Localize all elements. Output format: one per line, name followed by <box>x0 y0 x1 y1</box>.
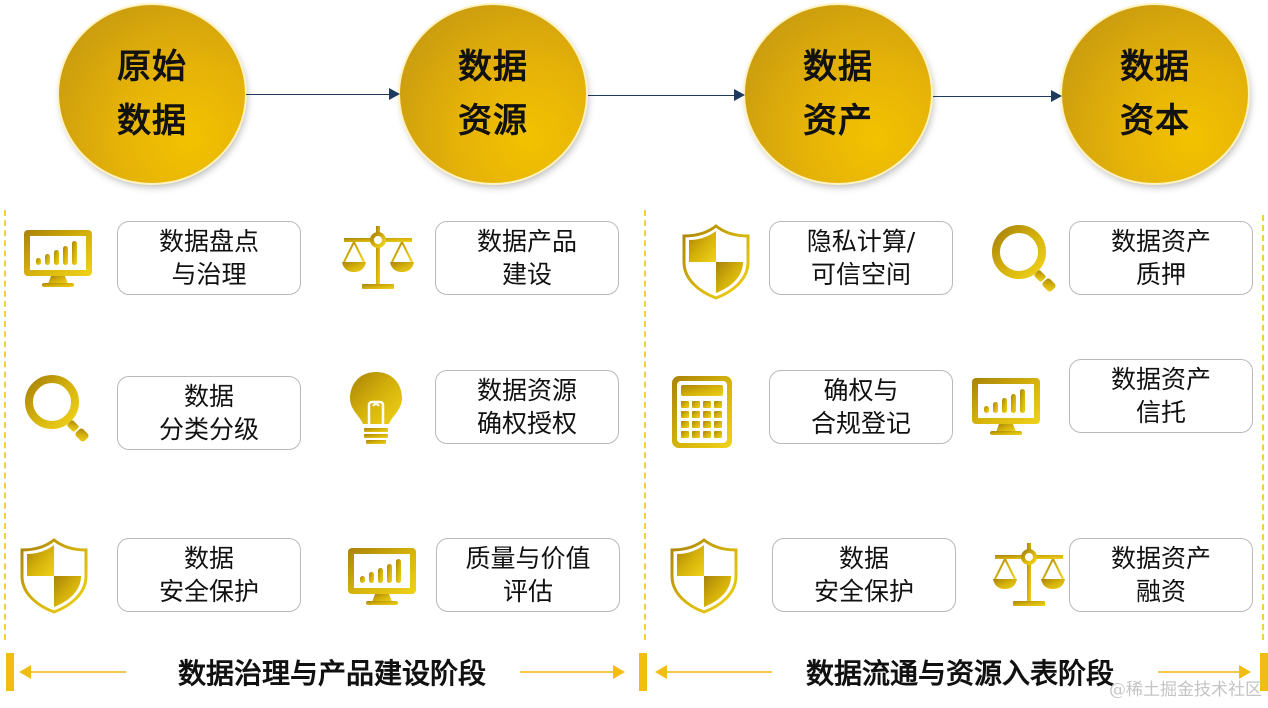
item-line2: 安全保护 <box>158 577 259 606</box>
stage-data-capital: 数据 资本 <box>1062 5 1248 183</box>
phase1-arrow-left <box>19 665 126 679</box>
balance-scale-icon <box>989 535 1069 615</box>
calculator-icon <box>662 372 742 452</box>
shield-icon <box>14 536 94 616</box>
shield-icon <box>676 222 756 302</box>
item-line2: 可信空间 <box>810 260 911 289</box>
item-data-asset-financing: 数据资产 融资 <box>1069 538 1253 612</box>
item-line1: 确权与 <box>823 376 899 405</box>
phase1-arrow-right <box>520 665 625 679</box>
item-line1: 数据资产 <box>1110 544 1211 573</box>
item-data-asset-trust: 数据资产 信托 <box>1069 359 1253 433</box>
stage-label-line2: 资本 <box>1120 101 1190 141</box>
watermark: @稀土掘金技术社区 <box>1109 680 1262 700</box>
item-data-product-building: 数据产品 建设 <box>435 221 619 295</box>
item-quality-value-assessment: 质量与价值 评估 <box>436 538 620 612</box>
item-line1: 数据资源 <box>476 376 577 405</box>
item-line2: 分类分级 <box>158 415 259 444</box>
item-line2: 建设 <box>501 260 552 289</box>
stage-label-line1: 原始 <box>117 47 187 87</box>
item-line2: 融资 <box>1135 577 1186 606</box>
item-rights-compliance-registration: 确权与 合规登记 <box>769 370 953 444</box>
item-line1: 数据产品 <box>476 227 577 256</box>
stage-label-line2: 数据 <box>117 101 187 141</box>
lightbulb-icon <box>336 368 416 448</box>
item-line2: 与治理 <box>171 260 247 289</box>
item-data-security-protection-2: 数据 安全保护 <box>772 538 956 612</box>
stage-label-line2: 资产 <box>803 101 873 141</box>
stage-label-line1: 数据 <box>803 47 873 87</box>
item-line1: 数据资产 <box>1110 365 1211 394</box>
stage-raw-data: 原始 数据 <box>59 5 245 183</box>
item-line2: 安全保护 <box>813 577 914 606</box>
item-line1: 隐私计算/ <box>806 227 916 256</box>
phase-bar-right <box>1260 653 1268 691</box>
balance-scale-icon <box>338 218 418 298</box>
phase-bar-left <box>6 653 14 691</box>
item-line1: 数据 <box>838 544 889 573</box>
item-line2: 信托 <box>1135 398 1186 427</box>
divider-right <box>1262 215 1264 640</box>
divider-left <box>4 210 6 640</box>
item-line1: 数据 <box>183 544 234 573</box>
divider-middle <box>644 210 646 640</box>
item-data-resource-rights: 数据资源 确权授权 <box>435 370 619 444</box>
item-data-classification: 数据 分类分级 <box>117 376 301 450</box>
item-line2: 合规登记 <box>810 409 911 438</box>
flow-arrow-2 <box>588 89 745 101</box>
monitor-chart-icon <box>18 218 98 298</box>
item-privacy-computing: 隐私计算/ 可信空间 <box>769 221 953 295</box>
stage-label-line1: 数据 <box>458 47 528 87</box>
item-line2: 确权授权 <box>476 409 577 438</box>
phase1-label: 数据治理与产品建设阶段 <box>178 657 487 690</box>
phase2-label: 数据流通与资源入表阶段 <box>806 657 1115 690</box>
item-line1: 数据 <box>183 382 234 411</box>
shield-icon <box>664 536 744 616</box>
phase2-arrow-right <box>1158 665 1251 679</box>
stage-data-resource: 数据 资源 <box>400 5 586 183</box>
item-data-asset-pledge: 数据资产 质押 <box>1069 221 1253 295</box>
item-line1: 数据资产 <box>1110 227 1211 256</box>
phase-bar-middle <box>639 653 647 691</box>
magnifier-icon <box>985 220 1065 300</box>
stage-data-asset: 数据 资产 <box>745 5 931 183</box>
item-line2: 评估 <box>502 577 553 606</box>
item-data-security-protection: 数据 安全保护 <box>117 538 301 612</box>
item-line2: 质押 <box>1135 260 1186 289</box>
phase2-arrow-left <box>655 665 772 679</box>
monitor-chart-icon <box>342 536 422 616</box>
monitor-chart-icon <box>966 366 1046 446</box>
magnifier-icon <box>18 370 98 450</box>
item-data-inventory-governance: 数据盘点 与治理 <box>117 221 301 295</box>
stage-label-line2: 资源 <box>458 101 528 141</box>
item-line1: 数据盘点 <box>158 227 259 256</box>
flow-arrow-3 <box>933 90 1062 102</box>
stage-label-line1: 数据 <box>1120 47 1190 87</box>
item-line1: 质量与价值 <box>465 544 591 573</box>
flow-arrow-1 <box>246 88 400 100</box>
